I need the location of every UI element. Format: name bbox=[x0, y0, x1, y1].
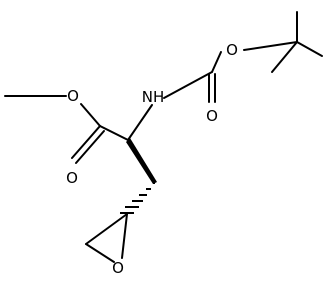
bond-alpha-to-ester-carbon bbox=[99, 125, 129, 141]
amine-nh-label: NH bbox=[142, 88, 165, 106]
epoxide-oxygen-label: O bbox=[112, 259, 124, 277]
bond-epoxide-c-o-left bbox=[85, 243, 115, 263]
atom-labels: NH O O O O O bbox=[66, 41, 238, 277]
carbamate-carbonyl-oxygen-label: O bbox=[206, 107, 218, 125]
bond-nh-to-alpha-carbon bbox=[127, 104, 153, 141]
bond-epoxide-c-o-right bbox=[121, 213, 128, 259]
bond-skeleton bbox=[4, 11, 323, 263]
bond-tbu-methyl-right bbox=[296, 41, 323, 57]
ester-ether-oxygen-label: O bbox=[67, 87, 79, 105]
bond-ester-carbon-to-oxygen bbox=[80, 103, 101, 127]
bond-epoxide-c-c bbox=[85, 213, 128, 245]
bond-ester-carbonyl-b bbox=[75, 130, 105, 164]
ester-carbonyl-oxygen-label: O bbox=[66, 169, 78, 187]
bond-carbamate-carbon-to-nh bbox=[163, 71, 213, 99]
carbamate-ether-oxygen-label: O bbox=[226, 41, 238, 59]
wedge-bond-alpha-ch2 bbox=[126, 138, 157, 184]
bond-tbu-to-oxygen bbox=[243, 41, 298, 51]
bond-oxygen-to-carbamate-carbon bbox=[211, 51, 222, 73]
bond-ester-carbonyl-a bbox=[71, 125, 101, 159]
bond-tbu-methyl-down bbox=[271, 41, 298, 73]
hashed-wedge-bond-epoxide bbox=[120, 182, 155, 214]
